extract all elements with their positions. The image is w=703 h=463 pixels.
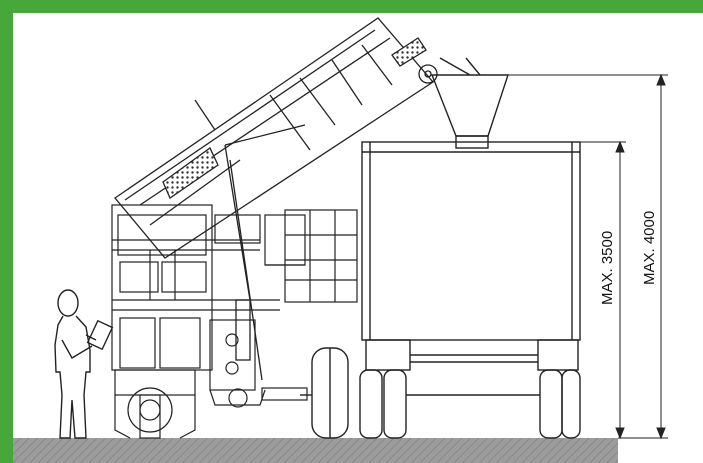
trailer-height-label: MAX. 3500 bbox=[599, 231, 616, 305]
machine-chassis bbox=[111, 204, 308, 439]
ground bbox=[13, 438, 618, 463]
person-silhouette bbox=[54, 289, 114, 439]
trailer bbox=[359, 141, 581, 439]
total-height-label: MAX. 4000 bbox=[641, 211, 658, 285]
dimension-lines bbox=[480, 73, 668, 440]
discharge-hopper bbox=[430, 57, 509, 149]
front-wheel bbox=[300, 347, 349, 439]
elevator-conveyor bbox=[114, 17, 438, 381]
diagram-canvas bbox=[13, 13, 703, 463]
operator-cage bbox=[284, 209, 358, 303]
